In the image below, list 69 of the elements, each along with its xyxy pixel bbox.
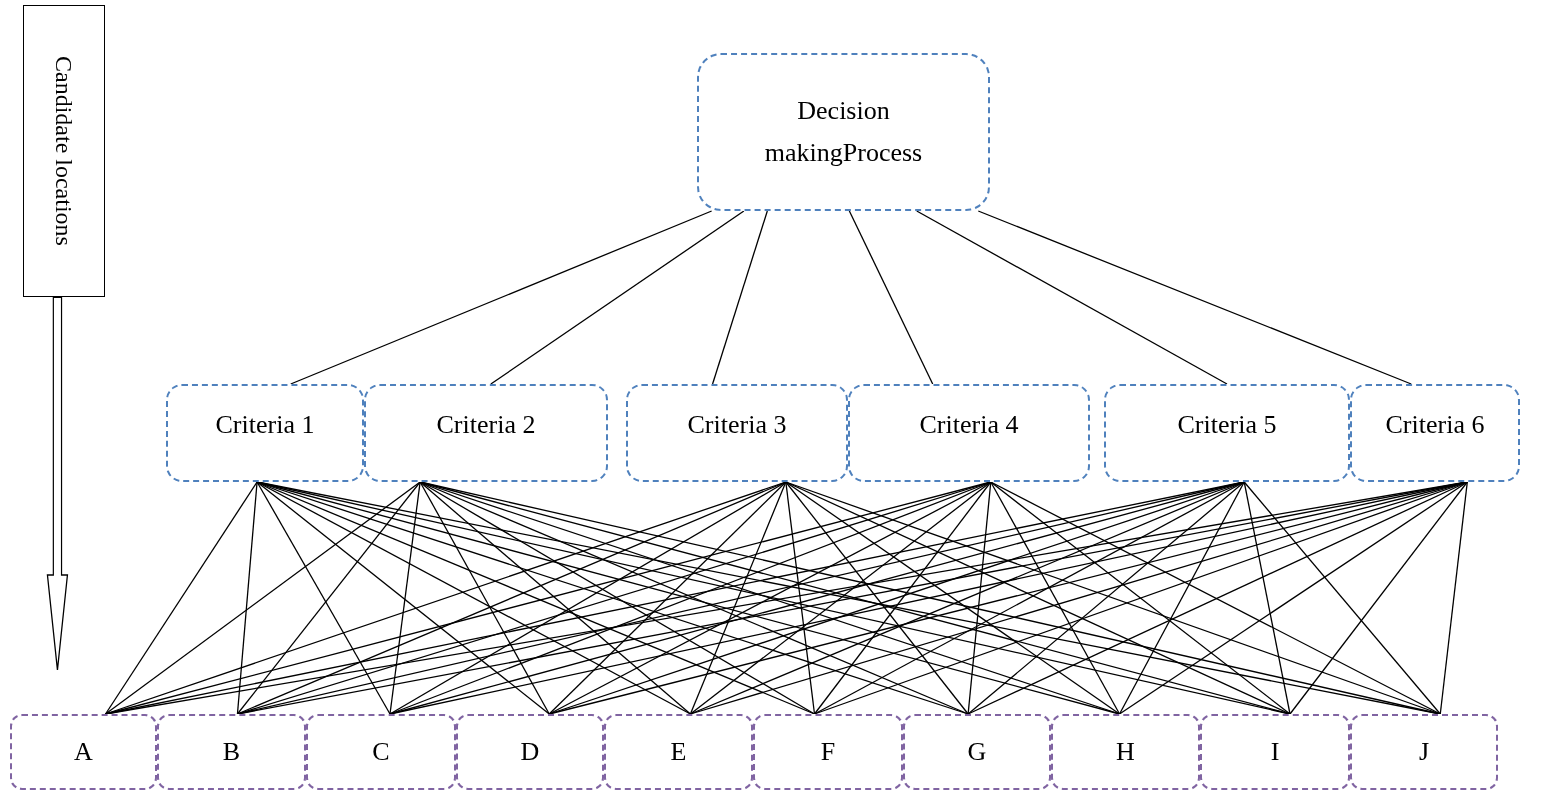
connector-line — [256, 481, 550, 715]
node-label: G — [967, 736, 987, 768]
connector-line — [419, 481, 692, 715]
node-label: Decision makingProcess — [763, 95, 924, 169]
alternative-box — [456, 714, 604, 790]
connector-line — [1243, 481, 1291, 715]
connector-line — [1118, 481, 1468, 715]
criteria-box — [1104, 384, 1350, 482]
node-label: Criteria 3 — [687, 409, 787, 441]
node-label: I — [1270, 736, 1280, 768]
node-label: J — [1418, 736, 1430, 768]
alternative-box — [1200, 714, 1350, 790]
alternative-box — [753, 714, 903, 790]
connector-line — [389, 481, 421, 715]
connector-line — [290, 210, 713, 385]
connector-line — [785, 481, 969, 715]
node-label: F — [820, 736, 836, 768]
connector-line — [490, 210, 745, 385]
connector-line — [785, 481, 816, 715]
alternative-box — [604, 714, 753, 790]
connector-line — [419, 481, 550, 715]
alternative-box — [306, 714, 456, 790]
connector-line — [236, 481, 421, 715]
connector-line — [916, 210, 1228, 385]
connector-line — [1243, 481, 1441, 715]
node-label: Criteria 4 — [919, 409, 1019, 441]
alternative-box — [1350, 714, 1498, 790]
connector-line — [848, 210, 934, 385]
node-label: Criteria 5 — [1177, 409, 1277, 441]
connector-line — [548, 481, 787, 715]
node-label: Criteria 2 — [436, 409, 536, 441]
node-label: Criteria 6 — [1385, 409, 1485, 441]
connector-line — [1289, 481, 1468, 715]
connector-line — [967, 481, 1245, 715]
connector-line — [256, 481, 391, 715]
node-label: H — [1116, 736, 1135, 768]
connector-line — [104, 481, 258, 715]
node-label: D — [520, 736, 540, 768]
connector-line — [236, 481, 258, 715]
connector-line — [711, 210, 768, 385]
node-label: E — [670, 736, 687, 768]
alternative-box — [157, 714, 306, 790]
connector-line — [1118, 481, 1245, 715]
connector-line — [785, 481, 1121, 715]
hollow-arrow — [46, 297, 69, 671]
node-label: C — [372, 736, 390, 768]
connector-line — [104, 481, 421, 715]
criteria-box — [364, 384, 608, 482]
node-label: Criteria 1 — [215, 409, 315, 441]
connector-line — [990, 481, 1291, 715]
node-label: B — [222, 736, 241, 768]
label-box — [23, 5, 105, 297]
alternative-box — [1051, 714, 1200, 790]
alternative-box — [10, 714, 157, 790]
connector-line — [813, 481, 992, 715]
criteria-box — [166, 384, 364, 482]
connector-line — [1439, 481, 1468, 715]
connector-line — [689, 481, 992, 715]
connector-line — [990, 481, 1121, 715]
goal-box — [697, 53, 990, 211]
connector-line — [977, 210, 1412, 385]
alternative-box — [903, 714, 1051, 790]
node-label: A — [74, 736, 93, 768]
criteria-box — [848, 384, 1090, 482]
connector-line — [689, 481, 787, 715]
criteria-box — [626, 384, 848, 482]
vertical-label: Candidate locations — [52, 56, 76, 246]
criteria-box — [1350, 384, 1520, 482]
connector-line — [967, 481, 992, 715]
